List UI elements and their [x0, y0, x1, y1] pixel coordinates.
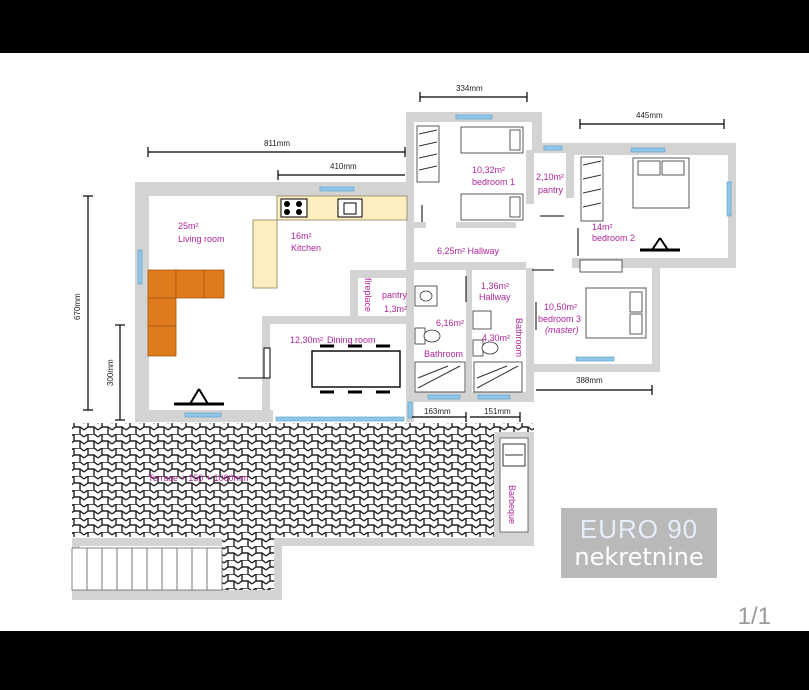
- dim-811: 811mm: [264, 139, 290, 148]
- living-name: Living room: [178, 234, 225, 244]
- pantry-top-name: pantry: [538, 185, 564, 195]
- hallway-small-area: 1,36m²: [481, 281, 509, 291]
- bedroom1-area: 10,32m²: [472, 165, 505, 175]
- dim-163: 163mm: [424, 407, 451, 416]
- barbeque-label: Barbeque: [507, 485, 517, 524]
- bathroom-fixtures: [414, 285, 523, 393]
- bedroom2-area: 14m²: [592, 222, 613, 232]
- pantry-mid-area: 1,3m²: [384, 304, 407, 314]
- dim-334: 334mm: [456, 84, 483, 93]
- living-area: 25m²: [178, 221, 199, 231]
- pantry-mid-name: pantry: [382, 290, 408, 300]
- dim-151: 151mm: [484, 407, 511, 416]
- doors: [238, 205, 579, 379]
- bedroom1-name: bedroom 1: [472, 177, 515, 187]
- bedroom2-name: bedroom 2: [592, 233, 635, 243]
- kitchen-name: Kitchen: [291, 243, 321, 253]
- pantry-top-area: 2,10m²: [536, 172, 564, 182]
- bedroom3-furniture: [585, 287, 647, 339]
- terrace-label: Terrace + 150 + 1000mm: [148, 473, 249, 483]
- bedroom3-area: 10,50m²: [544, 302, 577, 312]
- bath2-name: Bathroom: [514, 318, 524, 357]
- dining-name: Dining room: [327, 335, 376, 345]
- dim-670: 670mm: [73, 293, 82, 320]
- kitchen-area: 16m²: [291, 231, 312, 241]
- floor-plan: Barbeque Terrace + 150 + 1000mm: [71, 84, 736, 600]
- logo-line2: nekretnine: [574, 543, 704, 571]
- page-counter: 1/1: [737, 603, 771, 630]
- bedroom3-note: (master): [545, 325, 579, 335]
- hallway-small-name: Hallway: [479, 292, 511, 302]
- dim-300: 300mm: [106, 359, 115, 386]
- dimension-lines: [83, 92, 725, 422]
- bath1-name: Bathroom: [424, 349, 463, 359]
- room-labels: 10,32m² bedroom 1 2,10m² pantry 14m² bed…: [178, 165, 635, 359]
- bedroom2-furniture: [579, 156, 690, 273]
- tv-unit: [174, 388, 224, 406]
- kitchen-counter: [252, 195, 408, 289]
- fireplace-label: fireplace: [363, 278, 373, 312]
- dim-410: 410mm: [330, 162, 357, 171]
- logo-line1: EURO 90: [579, 514, 699, 544]
- terrace-steps: [71, 547, 223, 591]
- dining-area: 12,30m²: [290, 335, 323, 345]
- bedroom1-furniture: [416, 125, 524, 221]
- hallway-main: 6,25m² Hallway: [437, 246, 500, 256]
- bath1-area: 6,16m²: [436, 318, 464, 328]
- living-sofa: [147, 269, 225, 357]
- dining-table: [311, 344, 401, 394]
- barbeque: Barbeque: [494, 432, 534, 538]
- bedroom3-name: bedroom 3: [538, 314, 581, 324]
- terrace: Barbeque Terrace + 150 + 1000mm: [71, 423, 534, 600]
- floor-plan-sheet: Barbeque Terrace + 150 + 1000mm: [0, 53, 809, 631]
- agency-logo: EURO 90 nekretnine: [561, 508, 717, 578]
- windows: [137, 114, 732, 422]
- dim-388: 388mm: [576, 376, 603, 385]
- dim-445: 445mm: [636, 111, 663, 120]
- bath2-area: 4,30m²: [482, 333, 510, 343]
